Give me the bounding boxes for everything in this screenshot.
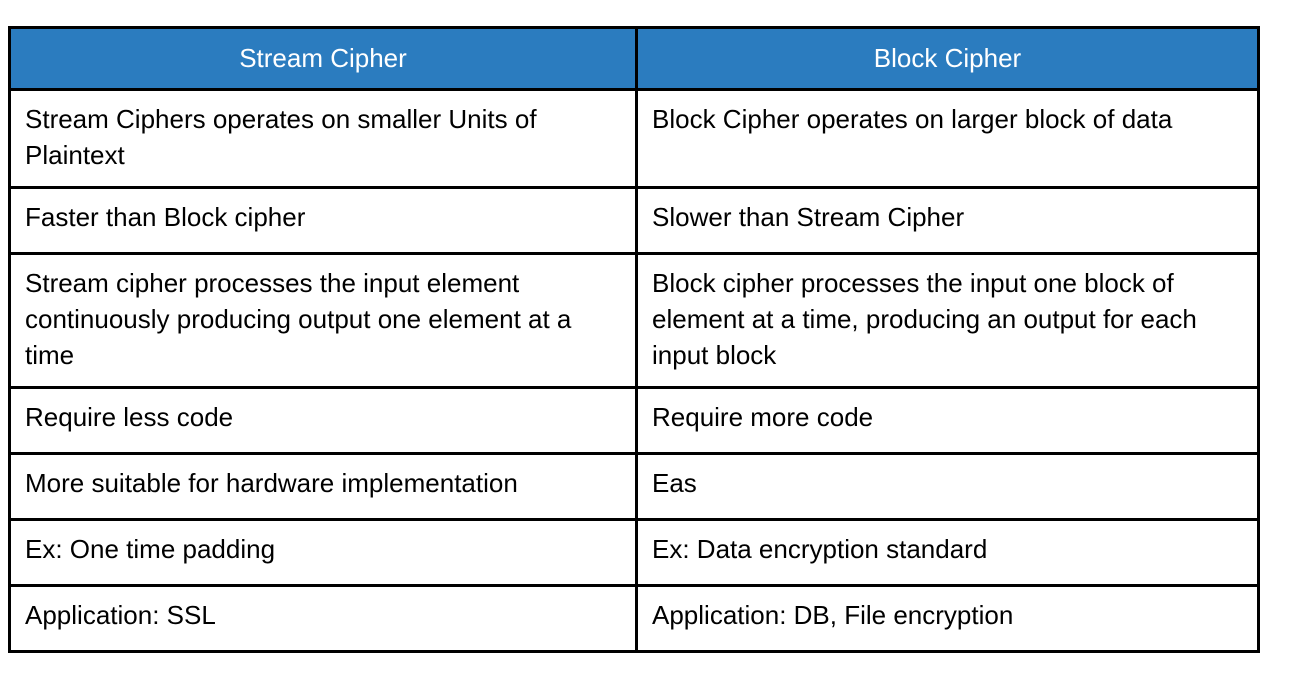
header-stream-cipher: Stream Cipher [8, 26, 638, 91]
cell-text: Faster than Block cipher [25, 202, 306, 232]
cell-stream-6: Ex: One time padding [8, 518, 638, 587]
cell-text: Application: SSL [25, 600, 216, 630]
table-header-row: Stream Cipher Block Cipher [8, 26, 1260, 91]
cell-block-1: Block Cipher operates on larger block of… [635, 88, 1260, 189]
table-row: Application: SSL Application: DB, File e… [8, 584, 1260, 653]
header-block-cipher-label: Block Cipher [873, 42, 1022, 73]
table-row: Require less code Require more code [8, 386, 1260, 455]
cell-text: Application: DB, File encryption [652, 600, 1014, 630]
header-stream-cipher-label: Stream Cipher [239, 42, 407, 73]
cell-text: More suitable for hardware implementatio… [25, 468, 518, 498]
cell-block-6: Ex: Data encryption standard [635, 518, 1260, 587]
cell-text: Stream cipher processes the input elemen… [25, 268, 572, 370]
cell-text: Eas [652, 468, 697, 498]
table-row: Faster than Block cipher Slower than Str… [8, 186, 1260, 255]
table-row: More suitable for hardware implementatio… [8, 452, 1260, 521]
cell-text: Ex: Data encryption standard [652, 534, 988, 564]
cell-text: Require more code [652, 402, 874, 432]
table-body: Stream Ciphers operates on smaller Units… [8, 88, 1260, 653]
cell-stream-7: Application: SSL [8, 584, 638, 653]
cell-stream-1: Stream Ciphers operates on smaller Units… [8, 88, 638, 189]
table-row: Stream cipher processes the input elemen… [8, 252, 1260, 389]
cell-block-7: Application: DB, File encryption [635, 584, 1260, 653]
cell-text: Ex: One time padding [25, 534, 276, 564]
cell-stream-5: More suitable for hardware implementatio… [8, 452, 638, 521]
cell-text: Slower than Stream Cipher [652, 202, 965, 232]
cell-stream-3: Stream cipher processes the input elemen… [8, 252, 638, 389]
table-header: Stream Cipher Block Cipher [8, 26, 1260, 91]
cell-stream-2: Faster than Block cipher [8, 186, 638, 255]
header-block-cipher: Block Cipher [635, 26, 1260, 91]
cipher-comparison-table: Stream Cipher Block Cipher Stream Cipher… [8, 26, 1260, 653]
cell-text: Block Cipher operates on larger block of… [652, 104, 1173, 134]
cell-text: Require less code [25, 402, 234, 432]
cell-stream-4: Require less code [8, 386, 638, 455]
table-row: Stream Ciphers operates on smaller Units… [8, 88, 1260, 189]
cell-block-2: Slower than Stream Cipher [635, 186, 1260, 255]
cell-text: Stream Ciphers operates on smaller Units… [25, 104, 537, 170]
cell-block-3: Block cipher processes the input one blo… [635, 252, 1260, 389]
table-row: Ex: One time padding Ex: Data encryption… [8, 518, 1260, 587]
cell-text: Block cipher processes the input one blo… [652, 268, 1197, 370]
cell-block-4: Require more code [635, 386, 1260, 455]
cell-block-5: Eas [635, 452, 1260, 521]
